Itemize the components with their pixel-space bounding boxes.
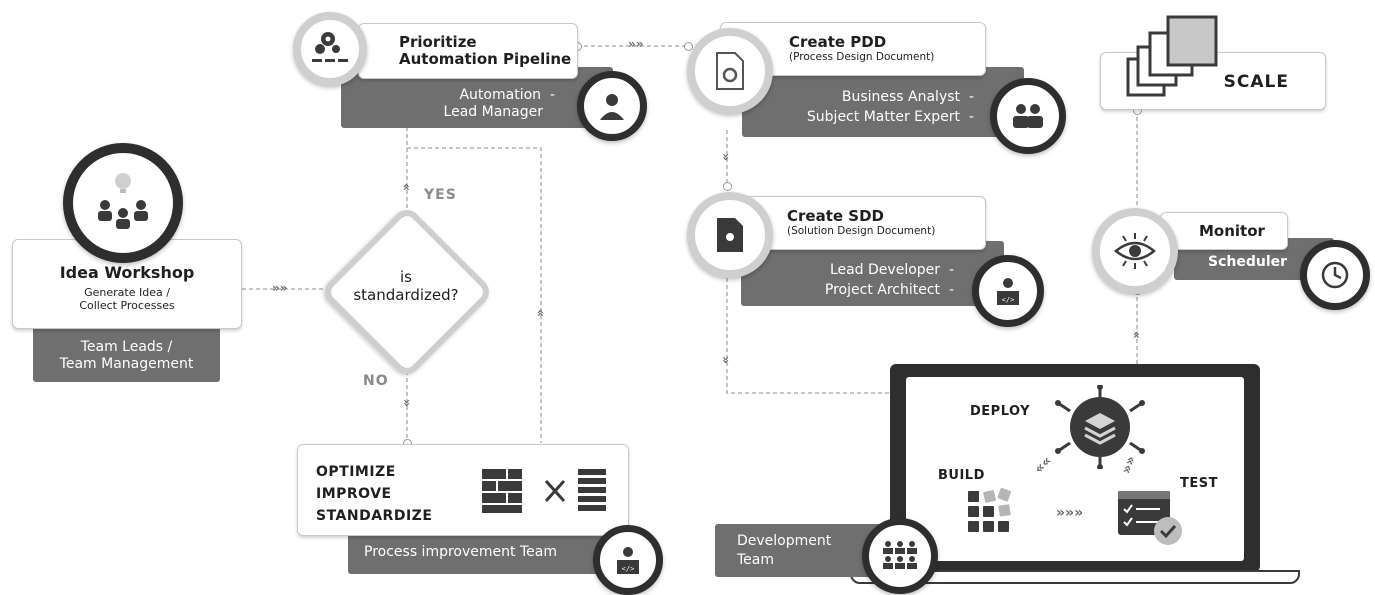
arrow-down-icon: » — [718, 153, 733, 161]
prioritize-card[interactable]: Prioritize Automation Pipeline — [358, 23, 578, 79]
monitor-card[interactable]: Monitor — [1160, 212, 1288, 250]
pdd-title: Create PDD — [789, 33, 887, 51]
team-idea-icon — [98, 173, 148, 229]
scale-title: SCALE — [1223, 72, 1289, 92]
test-label: TEST — [1180, 476, 1218, 491]
lead-developer-avatar: </> — [972, 255, 1044, 327]
idea-role-line1: Team Leads / — [80, 339, 173, 355]
laptop-base — [850, 570, 1300, 584]
optimize-card[interactable]: OPTIMIZE IMPROVE STANDARDIZE — [297, 444, 629, 536]
prioritize-role-line1: Automation — [459, 87, 542, 103]
document-icon — [716, 52, 744, 90]
scheduler-avatar — [1300, 240, 1370, 310]
deploy-virus-icon — [1055, 385, 1145, 469]
idea-role-line2: Team Management — [59, 356, 194, 372]
process-blocks-icon — [482, 469, 606, 513]
idea-line1: Generate Idea / — [84, 286, 170, 299]
connector-dot — [723, 182, 732, 191]
sdd-title: Create SDD — [787, 207, 884, 225]
pdd-role-line1: Business Analyst — [841, 89, 961, 105]
connector-dot — [684, 42, 693, 51]
two-people-icon — [1013, 104, 1043, 128]
arrow-up-icon: » — [1128, 331, 1143, 339]
dash: - — [948, 262, 954, 278]
document-bulb-icon — [717, 218, 743, 252]
arrow-test-icon: »»» — [1056, 505, 1084, 521]
arrow-down-icon: » — [399, 399, 414, 407]
build-label: BUILD — [938, 468, 985, 483]
pdd-icon-ring — [687, 28, 773, 114]
stacked-squares-icon — [1126, 15, 1218, 97]
developer-laptop-icon: </> — [617, 547, 639, 574]
idea-role-band: Team Leads / Team Management — [33, 320, 220, 382]
arrow-right-icon: »» — [628, 37, 644, 51]
pdd-role-line2: Subject Matter Expert — [806, 109, 961, 125]
sdd-icon-ring — [687, 192, 773, 278]
svg-text:</>: </> — [622, 565, 635, 573]
dash: - — [549, 87, 555, 103]
lead-manager-avatar — [577, 71, 647, 141]
optimize-line3: STANDARDIZE — [316, 508, 433, 524]
idea-title: Idea Workshop — [59, 263, 195, 282]
dash: - — [948, 282, 954, 298]
prioritize-icon-ring — [293, 12, 367, 86]
arrow-up-icon: » — [398, 183, 413, 191]
dev-role-line2: Team — [737, 552, 775, 568]
analyst-avatar — [990, 78, 1066, 154]
clock-icon — [1321, 261, 1349, 289]
sdd-role-line1: Lead Developer — [829, 262, 941, 278]
deploy-label: DEPLOY — [970, 404, 1031, 419]
optimize-line2: IMPROVE — [316, 486, 392, 502]
gears-icon — [312, 32, 348, 62]
idea-line2: Collect Processes — [79, 299, 175, 312]
dash: - — [968, 109, 974, 125]
pdd-role-band: Business Analyst - Subject Matter Expert… — [742, 67, 1024, 137]
prioritize-line2: Automation Pipeline — [399, 50, 572, 68]
prioritize-role-line2: Lead Manager — [443, 104, 543, 120]
decision-text: is standardized? — [330, 268, 482, 304]
idea-icon-ring — [63, 143, 183, 263]
dash: - — [968, 89, 974, 105]
laptop-screen: DEPLOY BUILD TEST — [906, 377, 1244, 561]
test-checklist-icon — [1118, 491, 1182, 545]
arrow-down-icon: » — [718, 356, 733, 364]
prioritize-line1: Prioritize — [399, 33, 477, 51]
team-laptops-icon — [883, 541, 917, 569]
monitor-icon-ring — [1092, 208, 1178, 294]
svg-text:</>: </> — [1002, 296, 1015, 304]
dev-role-line1: Development — [737, 533, 832, 549]
monitor-role: Scheduler — [1208, 254, 1288, 270]
process-team-avatar: </> — [593, 525, 663, 595]
arrow-up-icon: » — [532, 309, 547, 317]
manager-icon — [600, 94, 624, 120]
no-label: NO — [363, 373, 389, 389]
monitor-title: Monitor — [1199, 222, 1265, 240]
developer-laptop-icon: </> — [997, 278, 1019, 305]
build-blocks-icon — [968, 487, 1012, 532]
arrow-right-icon: »» — [272, 281, 288, 295]
optimize-line1: OPTIMIZE — [316, 464, 396, 480]
optimize-role: Process improvement Team — [364, 544, 557, 560]
decision-line2: standardized? — [353, 286, 459, 304]
pdd-subtitle: (Process Design Document) — [789, 51, 935, 63]
dev-team-avatar — [862, 518, 938, 594]
yes-label: YES — [424, 187, 457, 203]
decision-line1: is — [400, 268, 412, 286]
optimize-role-band: Process improvement Team — [348, 530, 633, 574]
sdd-subtitle: (Solution Design Document) — [787, 225, 936, 237]
sdd-role-band: Lead Developer - Project Architect - — [741, 241, 1004, 306]
eye-icon — [1114, 233, 1156, 269]
sdd-role-line2: Project Architect — [824, 282, 941, 298]
